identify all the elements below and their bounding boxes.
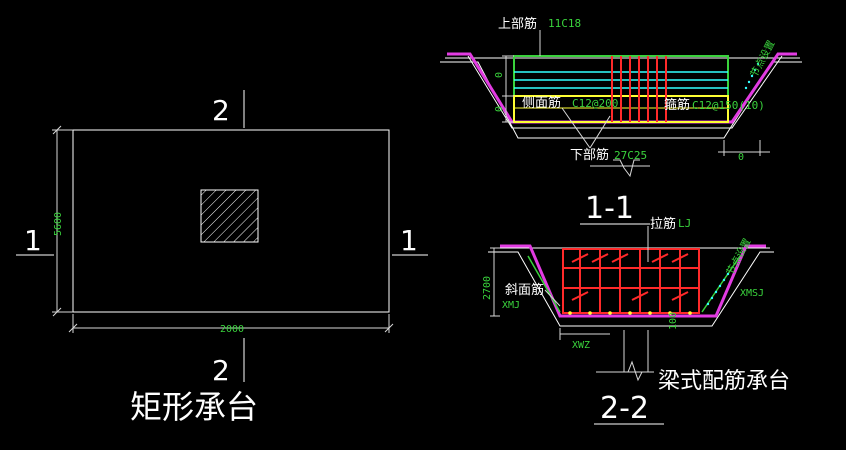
tie-value: LJ	[678, 217, 691, 230]
slope-label: 斜面筋	[505, 282, 544, 298]
section-22-title: 2-2	[600, 391, 649, 426]
step-dots-11	[744, 62, 760, 90]
dim-width-line	[68, 314, 394, 333]
plan-view: 2 2 1 1 5600 2000 矩形承台	[16, 90, 428, 426]
step-dots-22	[706, 272, 730, 306]
section-11-title: 1-1	[585, 191, 634, 226]
section-2-2: 节点设置 2700 XWZ 100 拉筋 LJ 斜面筋 XMJ XMSJ 梁式配…	[482, 216, 790, 426]
dim-height-22	[490, 247, 500, 317]
bottom-rebar-value: 27C25	[614, 149, 647, 162]
dim-left-11	[502, 55, 514, 123]
dim-small-22: 100	[668, 312, 679, 330]
section-label-top: 2	[212, 94, 230, 127]
section-label-left: 1	[24, 224, 42, 257]
dim-height-22-value: 2700	[482, 276, 493, 300]
dim-width-value: 2000	[220, 324, 244, 335]
top-rebar-value: 11C18	[548, 17, 581, 30]
top-rebar-label: 上部筋	[498, 16, 537, 32]
dim-bottom-22: XWZ	[572, 340, 590, 351]
rebar-cage-22	[562, 248, 700, 314]
cushion-22	[500, 244, 766, 318]
stirrup-value: C12@150(10)	[692, 99, 765, 112]
tie-label: 拉筋	[650, 216, 676, 232]
dim-left-11-a: 0	[494, 72, 505, 78]
plan-cap-outline	[72, 129, 390, 313]
dim-left-11-b: 0	[494, 106, 505, 112]
section-label-bottom: 2	[212, 354, 230, 387]
section-22-subtitle: 梁式配筋承台	[658, 369, 790, 394]
slope-rebar-right	[701, 255, 741, 313]
pit-outline-22	[488, 251, 774, 327]
stirrups-11	[611, 56, 667, 122]
slope-value-right: XMSJ	[740, 288, 764, 299]
dim-height-line	[52, 125, 73, 317]
section-label-right: 1	[400, 224, 418, 257]
dim-right-11: 0	[738, 152, 744, 163]
section-1-1: 0 0 0 节点设置 上部筋 11C18 侧面筋 C12@200 箍筋 C12@…	[440, 16, 802, 226]
bottom-rebar-label: 下部筋	[570, 147, 609, 163]
plan-column	[200, 189, 259, 243]
slope-rebar-left	[527, 255, 561, 313]
cap-outline-11	[467, 55, 783, 129]
plan-title: 矩形承台	[130, 388, 258, 426]
stirrup-label: 箍筋	[664, 97, 690, 113]
side-rebar-value: C12@200	[572, 97, 618, 110]
step-label-22: 节点设置	[724, 236, 753, 277]
slope-value-left: XMJ	[502, 300, 520, 311]
dim-height-value: 5600	[53, 212, 64, 236]
side-rebar-label: 侧面筋	[522, 95, 561, 111]
